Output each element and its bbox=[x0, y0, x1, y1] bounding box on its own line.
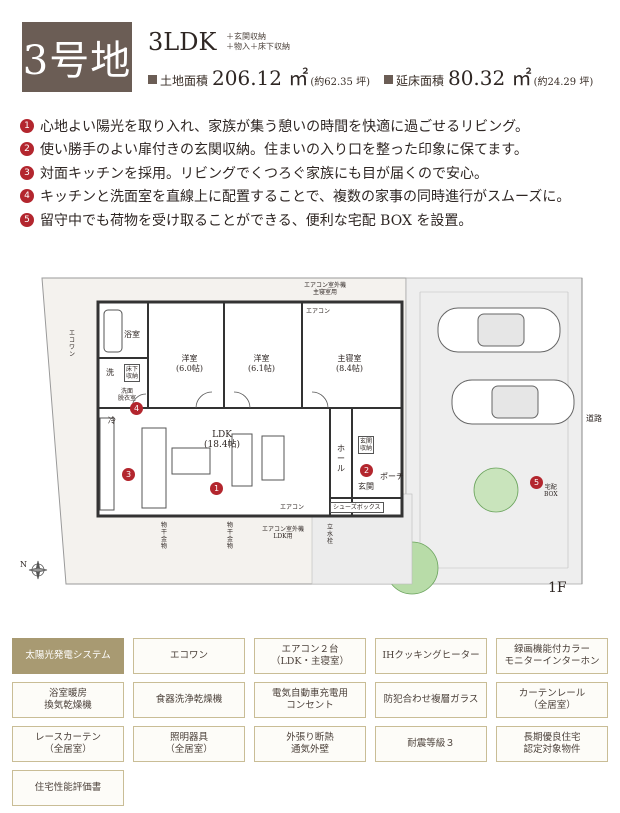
room-laundry: 洗 bbox=[106, 368, 114, 377]
feature-item: 4 キッチンと洗面室を直線上に配置することで、複数の家事の同時進行がスムーズに。 bbox=[20, 185, 610, 209]
spec-ih-cooking: IHクッキングヒーター bbox=[375, 638, 487, 674]
room-western-1: 洋室 (6.0帖) bbox=[176, 354, 203, 373]
spec-security-glass: 防犯合わせ複層ガラス bbox=[375, 682, 487, 718]
feature-list: 1 心地よい陽光を取り入れ、家族が集う憩いの時間を快適に過ごせるリビング。 2 … bbox=[20, 114, 610, 232]
spec-insulation: 外張り断熱 通気外壁 bbox=[254, 726, 366, 762]
feature-number: 1 bbox=[20, 118, 34, 133]
spec-bath-dryer: 浴室暖房 換気乾燥機 bbox=[12, 682, 124, 718]
underfloor-storage: 床下 収納 bbox=[124, 364, 141, 382]
lot-number-badge: 3号地 bbox=[22, 22, 132, 92]
floorplan-drawing bbox=[28, 277, 583, 595]
spec-intercom: 録画機能付カラー モニターインターホン bbox=[496, 638, 608, 674]
delivery-box: 宅配 BOX bbox=[544, 484, 558, 498]
floor-area-tsubo: (約24.29 坪) bbox=[533, 77, 594, 88]
floorplan: 浴室 洋室 (6.0帖) 洋室 (6.1帖) 主寝室 (8.4帖) 洗 床下 収… bbox=[0, 268, 620, 598]
square-bullet-icon bbox=[383, 75, 393, 84]
room-western-2: 洋室 (6.1帖) bbox=[248, 354, 275, 373]
land-area-value: 206.12 ㎡ bbox=[212, 66, 309, 90]
clothes-hanger-2: 物干金物 bbox=[226, 522, 233, 550]
plan-marker-2: 2 bbox=[360, 464, 373, 477]
dining-table bbox=[171, 447, 211, 475]
feature-number: 3 bbox=[20, 165, 34, 180]
entrance-storage: 玄関 収納 bbox=[358, 436, 375, 454]
north-label: N bbox=[20, 560, 27, 569]
room-hall: ホール bbox=[337, 444, 345, 473]
feature-item: 3 対面キッチンを採用。リビングでくつろぐ家族にも目が届くので安心。 bbox=[20, 161, 610, 185]
porch: ポーチ bbox=[380, 472, 404, 481]
feature-number: 2 bbox=[20, 142, 34, 157]
sofa bbox=[261, 435, 285, 481]
land-area-label: 土地面積 bbox=[160, 74, 209, 88]
plan-marker-1: 1 bbox=[210, 482, 223, 495]
parking-hatch bbox=[419, 291, 569, 569]
aircon-ldk: エアコン bbox=[280, 504, 305, 511]
fridge: 冷 bbox=[108, 416, 116, 425]
plan-marker-4: 4 bbox=[130, 402, 143, 415]
plan-type: 3LDK bbox=[148, 28, 217, 56]
feature-text: 対面キッチンを採用。リビングでくつろぐ家族にも目が届くので安心。 bbox=[40, 165, 488, 182]
outdoor-faucet: 立水栓 bbox=[326, 524, 333, 545]
spec-aircon: エアコン２台 （LDK・主寝室） bbox=[254, 638, 366, 674]
spec-grid: 太陽光発電システム エコワン エアコン２台 （LDK・主寝室） IHクッキングヒ… bbox=[12, 638, 610, 806]
shoebox: シューズボックス bbox=[330, 502, 384, 513]
plan-note: ＋物入＋床下収納 bbox=[226, 42, 290, 51]
spec-solar: 太陽光発電システム bbox=[12, 638, 124, 674]
feature-text: 留守中でも荷物を受け取ることができる、便利な宅配 BOX を設置。 bbox=[40, 212, 473, 229]
floor-area-label: 延床面積 bbox=[395, 74, 444, 88]
ac-outdoor-unit-ldk: エアコン室外機 LDK用 bbox=[262, 526, 305, 540]
spec-long-term-housing: 長期優良住宅 認定対象物件 bbox=[496, 726, 608, 762]
spec-curtain-rail: カーテンレール （全居室） bbox=[496, 682, 608, 718]
back-counter bbox=[99, 417, 115, 511]
feature-item: 5 留守中でも荷物を受け取ることができる、便利な宅配 BOX を設置。 bbox=[20, 208, 610, 232]
feature-item: 2 使い勝手のよい扉付きの玄関収納。住まいの入り口を整った印象に保てます。 bbox=[20, 138, 610, 162]
feature-number: 4 bbox=[20, 189, 34, 204]
spec-lace-curtain: レースカーテン （全居室） bbox=[12, 726, 124, 762]
room-washroom: 洗面 脱衣室 bbox=[118, 388, 137, 402]
spec-seismic: 耐震等級３ bbox=[375, 726, 487, 762]
feature-text: 使い勝手のよい扉付きの玄関収納。住まいの入り口を整った印象に保てます。 bbox=[40, 142, 528, 159]
road-label: 道路 bbox=[586, 414, 602, 423]
tv-board bbox=[231, 433, 253, 487]
car-icon bbox=[451, 379, 575, 425]
car-icon bbox=[437, 307, 561, 353]
room-bath: 浴室 bbox=[124, 330, 140, 339]
clothes-hanger-1: 物干金物 bbox=[160, 522, 167, 550]
spec-ev-outlet: 電気自動車充電用 コンセント bbox=[254, 682, 366, 718]
aircon-master: エアコン bbox=[306, 308, 331, 315]
interior-walls bbox=[98, 302, 402, 516]
plan-marker-3: 3 bbox=[122, 468, 135, 481]
feature-item: 1 心地よい陽光を取り入れ、家族が集う憩いの時間を快適に過ごせるリビング。 bbox=[20, 114, 610, 138]
spec-performance-report: 住宅性能評価書 bbox=[12, 770, 124, 806]
floor-area-value: 80.32 ㎡ bbox=[447, 66, 532, 90]
ac-outdoor-unit-master: エアコン室外機 主寝室用 bbox=[304, 282, 347, 296]
bathtub bbox=[103, 309, 123, 353]
spec-lighting: 照明器具 （全居室） bbox=[133, 726, 245, 762]
area-row: 土地面積 206.12 ㎡ (約62.35 坪) 延床面積 80.32 ㎡ (約… bbox=[148, 62, 607, 91]
kitchen-counter bbox=[141, 427, 167, 509]
compass-icon bbox=[28, 560, 48, 580]
room-master-bedroom: 主寝室 (8.4帖) bbox=[336, 354, 363, 373]
feature-text: キッチンと洗面室を直線上に配置することで、複数の家事の同時進行がスムーズに。 bbox=[40, 189, 571, 206]
room-ldk: LDK (18.4帖) bbox=[204, 430, 241, 450]
land-area-tsubo: (約62.35 坪) bbox=[310, 77, 370, 88]
room-entrance: 玄関 bbox=[358, 482, 374, 491]
floor-label: 1F bbox=[548, 580, 567, 596]
feature-number: 5 bbox=[20, 212, 34, 227]
plan-marker-5: 5 bbox=[530, 476, 543, 489]
spec-dishwasher: 食器洗浄乾燥機 bbox=[133, 682, 245, 718]
feature-text: 心地よい陽光を取り入れ、家族が集う憩いの時間を快適に過ごせるリビング。 bbox=[40, 118, 530, 135]
square-bullet-icon bbox=[148, 75, 157, 84]
plan-note: ＋玄関収納 bbox=[226, 32, 266, 41]
plan-notes: ＋玄関収納 ＋物入＋床下収納 bbox=[226, 32, 290, 52]
spec-ecoone: エコワン bbox=[133, 638, 245, 674]
ecoone-unit: エコワン bbox=[68, 330, 75, 358]
